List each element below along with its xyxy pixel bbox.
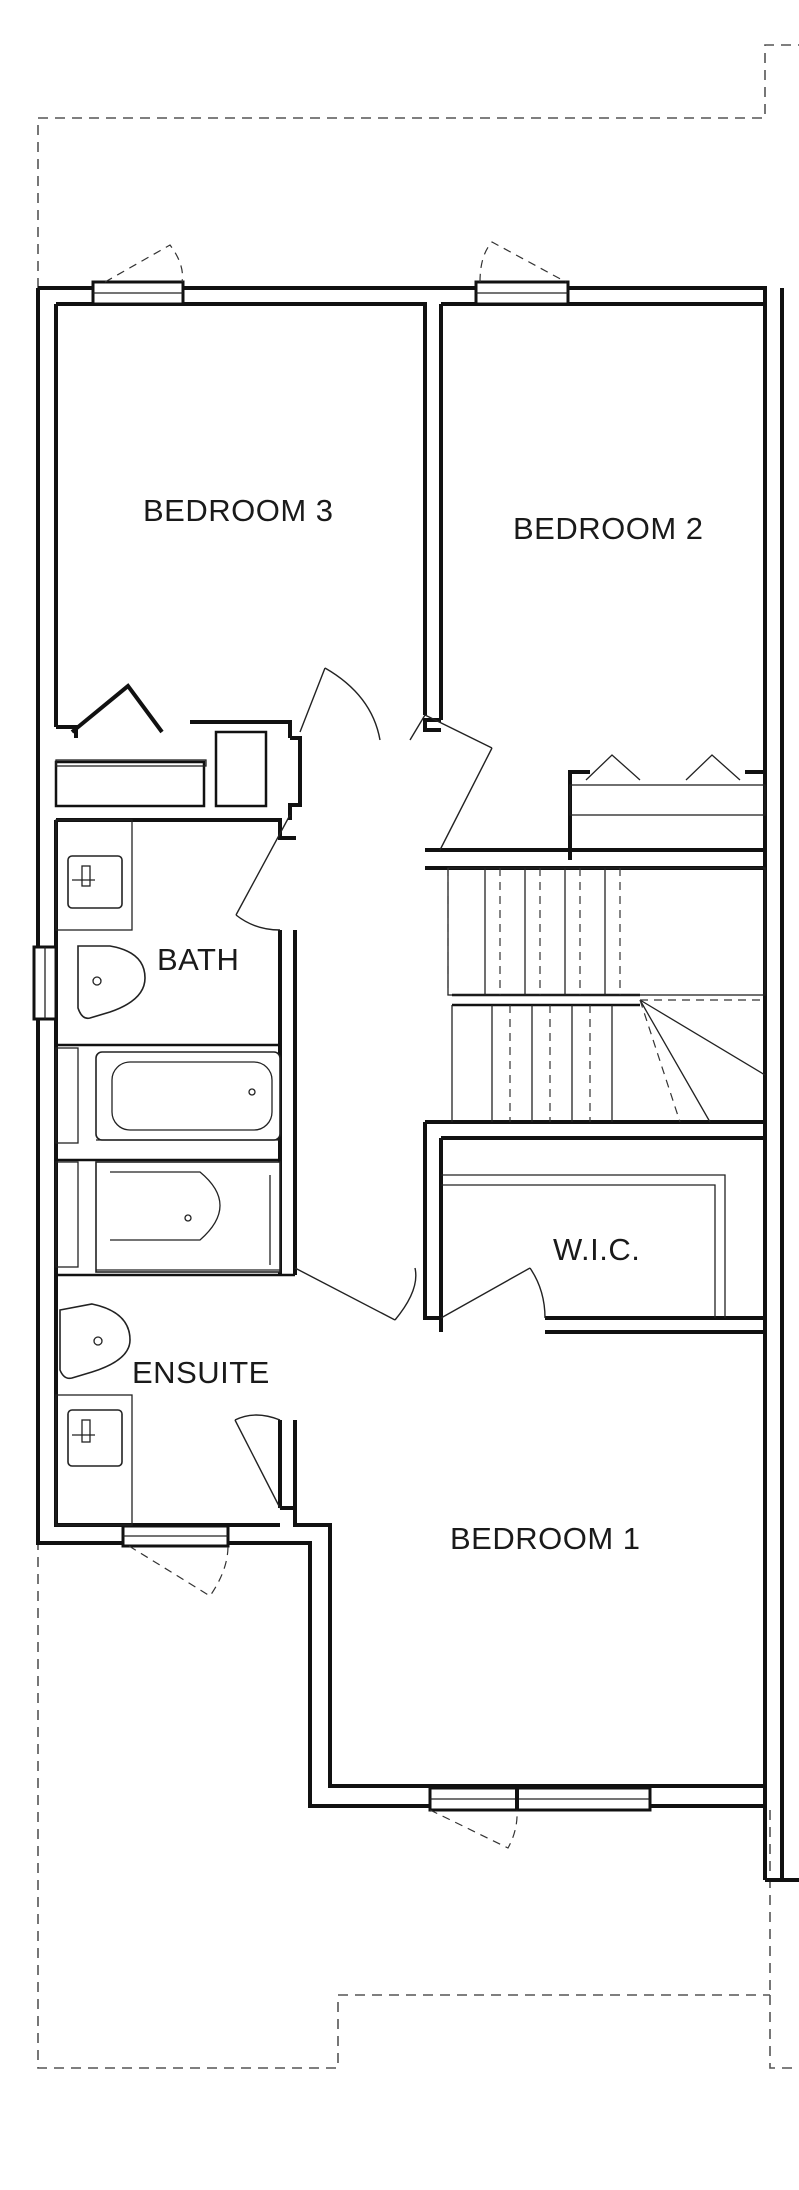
- room-label-wic: W.I.C.: [553, 1232, 640, 1267]
- room-labels: BEDROOM 3 BEDROOM 2 BATH W.I.C. ENSUITE …: [132, 493, 704, 1556]
- wic-shelving: [441, 1174, 726, 1318]
- windows: [32, 280, 652, 1812]
- bath-fixtures: [55, 819, 281, 1526]
- room-label-bedroom3: BEDROOM 3: [143, 493, 334, 528]
- room-label-bath: BATH: [157, 942, 239, 977]
- room-label-bedroom2: BEDROOM 2: [513, 511, 704, 546]
- doors: [234, 667, 546, 1509]
- stairs: [447, 867, 766, 1123]
- closets: [55, 683, 766, 816]
- room-label-bedroom1: BEDROOM 1: [450, 1521, 641, 1556]
- roof-outline: [37, 44, 799, 2069]
- room-label-ensuite: ENSUITE: [132, 1355, 270, 1390]
- window-swings: [104, 241, 567, 1849]
